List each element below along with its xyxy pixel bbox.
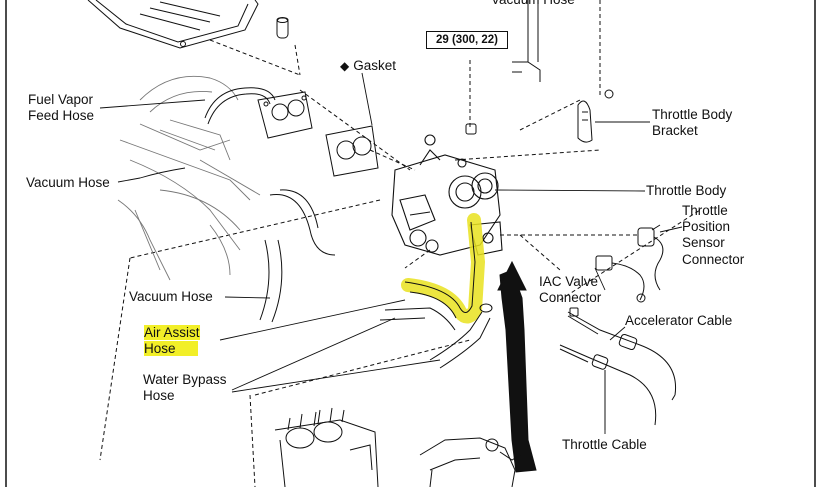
label-throttle-body-bracket-line1: Throttle Body	[652, 107, 733, 122]
label-vacuum-hose-top: Vacuum Hose	[491, 0, 575, 8]
label-gasket-text: Gasket	[353, 58, 397, 73]
label-vacuum-hose-left: Vacuum Hose	[26, 175, 110, 190]
label-fuel-vapor-line2: Feed Hose	[28, 108, 95, 123]
label-gasket: ◆Gasket	[340, 58, 396, 74]
accelerator-cable	[567, 307, 677, 401]
label-iac-line1: IAC Valve	[539, 274, 599, 289]
label-vacuum-hose-lower: Vacuum Hose	[129, 289, 213, 304]
spacer-flange	[257, 91, 313, 139]
label-tps-line1: Throttle	[682, 203, 728, 218]
up-arrow-icon	[497, 260, 537, 473]
label-water-bypass-line2: Hose	[143, 388, 175, 403]
label-water-bypass-line1: Water Bypass	[143, 372, 227, 387]
nut	[465, 123, 477, 135]
torque-spec-box: 29 (300, 22)	[426, 31, 508, 49]
bottom-intake-part	[419, 437, 521, 487]
label-tps-line4: Connector	[682, 252, 745, 267]
gasket	[325, 125, 379, 177]
throttle-body	[391, 134, 503, 256]
iac-valve-connector	[595, 255, 646, 303]
throttle-body-bracket	[577, 89, 614, 143]
label-throttle-body-bracket-line2: Bracket	[652, 123, 698, 138]
label-air-assist-line1: Air Assist	[144, 325, 200, 341]
label-accelerator-cable: Accelerator Cable	[625, 313, 733, 328]
label-iac-line2: Connector	[539, 290, 602, 305]
throttle-cable	[559, 344, 657, 430]
vacuum-hose-lower-part	[259, 189, 336, 323]
label-air-assist-line2: Hose	[144, 341, 198, 357]
label-throttle-body: Throttle Body	[646, 183, 727, 198]
diamond-icon: ◆	[340, 59, 350, 73]
bolt-top	[276, 17, 289, 39]
bottom-throttle-assembly	[274, 407, 379, 487]
label-air-assist-hose-2: Hose	[144, 341, 198, 356]
fuel-vapor-feed-hose	[204, 87, 276, 119]
label-tps-line2: Position	[682, 219, 731, 234]
label-tps-line3: Sensor	[682, 235, 725, 250]
water-bypass-hose	[379, 303, 493, 369]
intake-manifold	[117, 75, 261, 281]
label-fuel-vapor-line1: Fuel Vapor	[28, 92, 94, 107]
air-assist-hose-highlight	[401, 213, 486, 324]
label-air-assist-hose-1: Air Assist	[144, 325, 200, 340]
label-throttle-cable: Throttle Cable	[562, 437, 647, 452]
intake-chamber-top	[87, 0, 259, 49]
tps-connector	[637, 224, 664, 291]
vacuum-hose-top-part	[512, 0, 541, 82]
